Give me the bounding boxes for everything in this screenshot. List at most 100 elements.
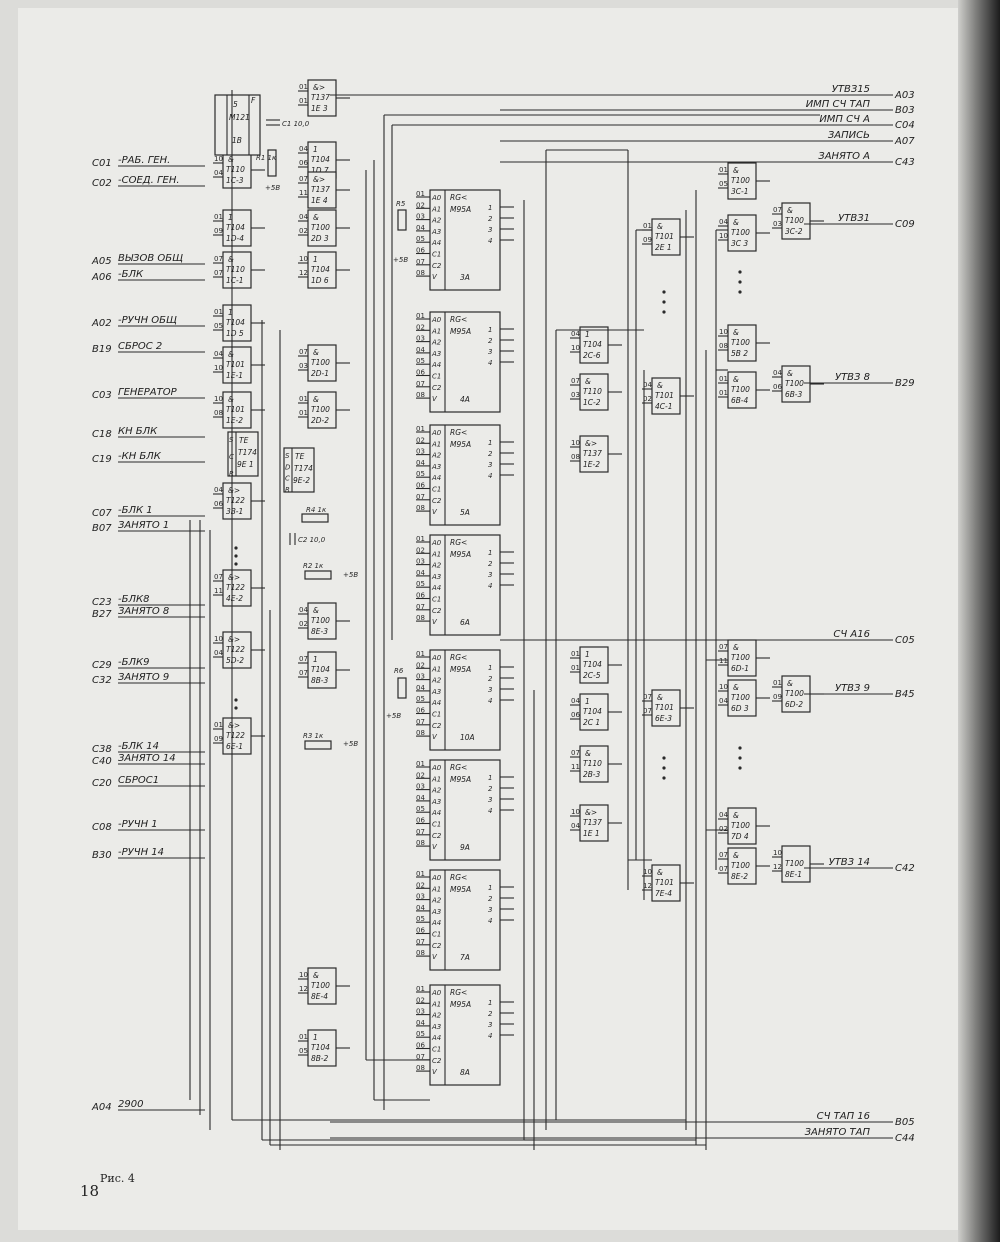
left-pin-id: A02 bbox=[91, 318, 112, 329]
ellipsis-dot bbox=[738, 766, 742, 770]
pin-number: 07 bbox=[214, 269, 223, 277]
pin-number: 01 bbox=[299, 83, 308, 91]
pin-number: 05 bbox=[416, 1030, 425, 1038]
ellipsis-dot bbox=[234, 554, 238, 558]
gate-ref: 1D 6 bbox=[311, 276, 329, 285]
pin-number: 01 bbox=[416, 535, 425, 543]
pin-number: 07 bbox=[571, 749, 580, 757]
gate-type: T100 bbox=[785, 859, 804, 868]
gate-type: T122 bbox=[226, 583, 245, 592]
pin-number: 07 bbox=[643, 707, 652, 715]
gate-type: T101 bbox=[226, 360, 245, 369]
gate-type: T100 bbox=[731, 176, 750, 185]
register-input-label: C1 bbox=[432, 821, 441, 829]
pin-number: 07 bbox=[719, 643, 728, 651]
register-input-label: C2 bbox=[432, 497, 442, 505]
right-pin-id: B45 bbox=[895, 689, 915, 700]
gate-ref: 6B-4 bbox=[731, 396, 748, 405]
register-input-label: A3 bbox=[431, 1023, 441, 1031]
gate-ref: 5D-2 bbox=[226, 656, 244, 665]
left-signal-label: -РАБ. ГЕН. bbox=[118, 155, 170, 166]
gate-symbol: & bbox=[228, 155, 234, 164]
gate-ref: 2E 1 bbox=[655, 243, 672, 252]
gate-type: T104 bbox=[311, 1043, 330, 1052]
gate-type: T104 bbox=[226, 223, 245, 232]
logic-gate bbox=[307, 1029, 337, 1067]
gate-symbol: & bbox=[733, 643, 739, 652]
page-number: 18 bbox=[80, 1182, 99, 1200]
pin-number: 07 bbox=[571, 377, 580, 385]
left-pin-id: C01 bbox=[92, 158, 112, 169]
gate-type: T101 bbox=[655, 703, 674, 712]
gate-symbol: & bbox=[228, 395, 234, 404]
gate-ref: 4C-1 bbox=[655, 402, 673, 411]
pin-number: 06 bbox=[416, 817, 425, 825]
supply-label: +5B bbox=[386, 712, 401, 720]
gate-symbol: 1 bbox=[228, 308, 233, 317]
register-output-label: 2 bbox=[488, 675, 493, 683]
gate-symbol: & bbox=[787, 206, 793, 215]
register-input-label: A2 bbox=[431, 897, 442, 905]
gate-symbol: &> bbox=[228, 573, 240, 582]
flip-flop bbox=[227, 431, 259, 477]
register-input-label: V bbox=[432, 953, 438, 961]
pin-number: 01 bbox=[416, 760, 425, 768]
gate-type: T104 bbox=[311, 665, 330, 674]
resistor-r6 bbox=[397, 677, 407, 699]
pin-number: 09 bbox=[643, 236, 652, 244]
pin-number: 07 bbox=[416, 938, 425, 946]
register-input-label: C1 bbox=[432, 486, 441, 494]
resistor-label: R5 bbox=[396, 200, 406, 208]
register-output-label: 4 bbox=[488, 472, 492, 480]
left-pin-id: C02 bbox=[92, 178, 112, 189]
logic-gate bbox=[727, 371, 757, 409]
logic-gate bbox=[222, 391, 252, 429]
pin-number: 09 bbox=[214, 735, 223, 743]
register-type: M95A bbox=[450, 550, 471, 559]
pin-number: 04 bbox=[416, 1019, 425, 1027]
gate-symbol: & bbox=[313, 971, 319, 980]
register-ref: 9A bbox=[460, 843, 470, 852]
register-input-label: C2 bbox=[432, 832, 442, 840]
pin-number: 02 bbox=[416, 323, 425, 331]
register-type: M95A bbox=[450, 775, 471, 784]
capacitor-label: C1 10,0 bbox=[282, 120, 310, 128]
logic-gate bbox=[222, 151, 252, 189]
resistor-label: R4 1к bbox=[306, 506, 327, 514]
pin-number: 06 bbox=[571, 711, 580, 719]
left-pin-id: A06 bbox=[91, 272, 112, 283]
gate-type: T104 bbox=[311, 155, 330, 164]
right-pin-id: A07 bbox=[894, 136, 915, 147]
gate-type: T100 bbox=[731, 338, 750, 347]
register-ref: 5A bbox=[460, 508, 470, 517]
left-signal-label: -БЛК9 bbox=[118, 657, 149, 668]
gate-ref: 6E-3 bbox=[655, 714, 672, 723]
gate-type: T101 bbox=[226, 405, 245, 414]
pin-number: 07 bbox=[299, 175, 308, 183]
gate-symbol: & bbox=[733, 218, 739, 227]
register-input-label: A4 bbox=[431, 919, 441, 927]
pin-number: 06 bbox=[416, 482, 425, 490]
pin-number: 02 bbox=[719, 825, 728, 833]
left-signal-label: -БЛК 14 bbox=[118, 741, 159, 752]
register-input-label: A3 bbox=[431, 908, 441, 916]
register-input-label: A0 bbox=[431, 316, 442, 324]
pin-number: 01 bbox=[773, 679, 782, 687]
resistor-r2 bbox=[304, 570, 332, 580]
left-pin-id: B19 bbox=[92, 344, 112, 355]
pin-number: 04 bbox=[299, 213, 308, 221]
pin-number: 06 bbox=[416, 247, 425, 255]
logic-gate bbox=[579, 693, 609, 731]
left-signal-label: ВЫЗОВ ОБЩ bbox=[118, 253, 183, 264]
right-signal-label: УТВЗ15 bbox=[832, 84, 870, 95]
logic-gate bbox=[222, 251, 252, 289]
right-signal-label: УТВЗ 8 bbox=[835, 372, 870, 383]
register-input-label: A3 bbox=[431, 350, 441, 358]
pin-number: 03 bbox=[416, 893, 425, 901]
pin-number: 02 bbox=[416, 881, 425, 889]
gate-ref: 2C-5 bbox=[583, 671, 601, 680]
pin-number: 11 bbox=[719, 657, 728, 665]
register-type: M95A bbox=[450, 327, 471, 336]
register-output-label: 3 bbox=[488, 686, 492, 694]
shift-register bbox=[429, 189, 501, 291]
